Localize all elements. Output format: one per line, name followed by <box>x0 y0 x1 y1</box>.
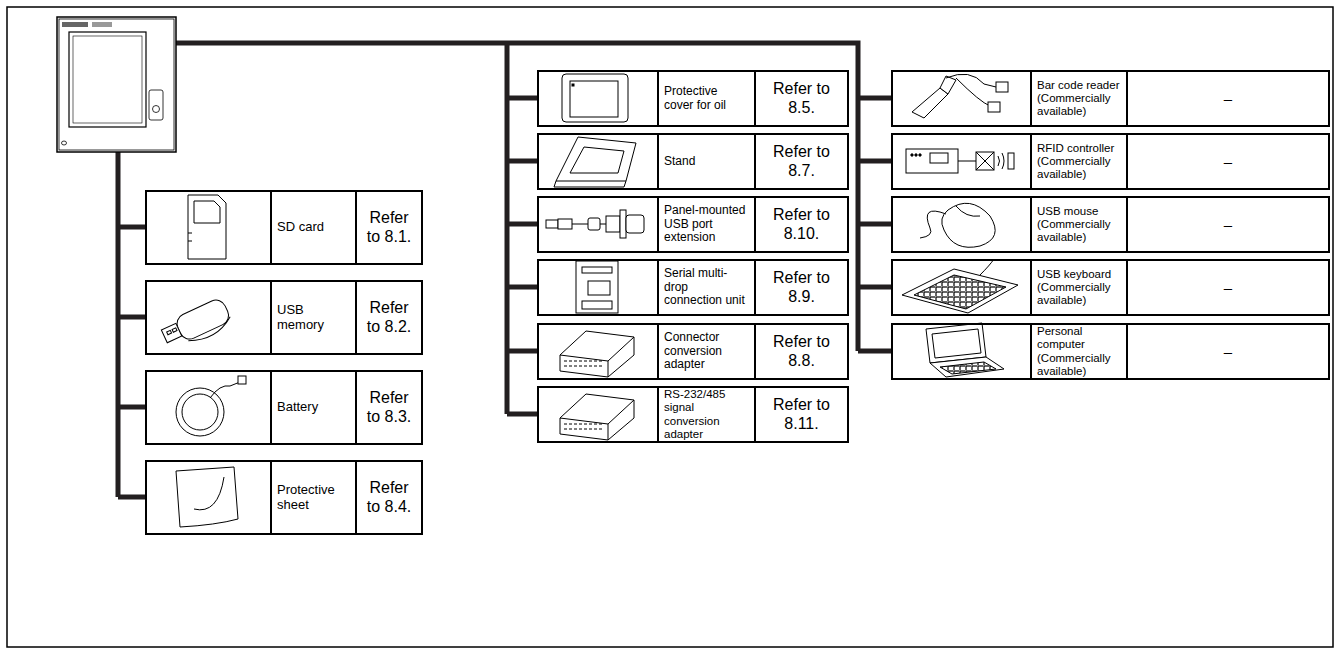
section-reference: Refer to 8.10. <box>763 206 841 243</box>
reference-cell: Refer to 8.2. <box>355 282 421 353</box>
reference-cell: Refer to 8.11. <box>754 388 847 441</box>
icon-cell <box>893 135 1030 188</box>
option-name: RFID controller (Commercially available) <box>1037 142 1121 182</box>
reference-cell: Refer to 8.5. <box>754 72 847 125</box>
option-row-box: USB memory Refer to 8.2. <box>145 280 423 355</box>
option-row-box: USB mouse (Commercially available) – <box>891 196 1330 253</box>
option-row-box: Battery Refer to 8.3. <box>145 370 423 445</box>
section-reference: – <box>1224 90 1232 107</box>
option-name: Connector conversion adapter <box>664 331 749 372</box>
option-row-box: Serial multi-drop connection unit Refer t… <box>537 259 849 316</box>
icon-cell <box>893 261 1030 314</box>
icon-cell <box>539 198 657 251</box>
reference-cell: Refer to 8.9. <box>754 261 847 314</box>
option-row-box: Bar code reader (Commercially available)… <box>891 70 1330 127</box>
reference-cell: Refer to 8.7. <box>754 135 847 188</box>
reference-cell: – <box>1126 72 1328 125</box>
icon-cell <box>147 462 270 533</box>
section-reference: Refer to 8.9. <box>763 269 841 306</box>
option-name: Protective cover for oil <box>664 85 749 113</box>
option-name: Panel-mounted USB port extension <box>664 204 749 245</box>
icon-cell <box>893 198 1030 251</box>
option-name: Serial multi-drop connection unit <box>664 267 749 308</box>
name-cell: Battery <box>270 372 355 443</box>
reference-cell: Refer to 8.4. <box>355 462 421 533</box>
name-cell: RS-232/485 signal conversion adapter <box>657 388 754 441</box>
option-name: Bar code reader (Commercially available) <box>1037 79 1121 119</box>
option-name: Protective sheet <box>277 483 350 513</box>
name-cell: USB memory <box>270 282 355 353</box>
section-reference: Refer to 8.11. <box>763 396 841 433</box>
option-name: USB keyboard (Commercially available) <box>1037 268 1121 308</box>
icon-cell <box>147 372 270 443</box>
name-cell: Personal computer (Commercially availabl… <box>1030 325 1126 378</box>
option-name: Stand <box>664 155 695 169</box>
option-name: USB mouse (Commercially available) <box>1037 205 1121 245</box>
section-reference: Refer to 8.7. <box>763 143 841 180</box>
name-cell: RFID controller (Commercially available) <box>1030 135 1126 188</box>
option-row-box: SD card Refer to 8.1. <box>145 190 423 265</box>
section-reference: Refer to 8.4. <box>361 479 417 516</box>
section-reference: Refer to 8.2. <box>361 299 417 336</box>
option-row-box: Protective sheet Refer to 8.4. <box>145 460 423 535</box>
name-cell: SD card <box>270 192 355 263</box>
option-row-box: Connector conversion adapter Refer to 8.8… <box>537 323 849 380</box>
icon-cell <box>539 325 657 378</box>
section-reference: – <box>1224 216 1232 233</box>
name-cell: Serial multi-drop connection unit <box>657 261 754 314</box>
name-cell: Protective cover for oil <box>657 72 754 125</box>
icon-cell <box>539 72 657 125</box>
name-cell: Stand <box>657 135 754 188</box>
section-reference: – <box>1224 153 1232 170</box>
section-reference: Refer to 8.8. <box>763 333 841 370</box>
reference-cell: – <box>1126 325 1328 378</box>
connection-tree <box>118 43 891 497</box>
section-reference: – <box>1224 343 1232 360</box>
option-row-box: RFID controller (Commercially available)… <box>891 133 1330 190</box>
reference-cell: – <box>1126 135 1328 188</box>
reference-cell: Refer to 8.3. <box>355 372 421 443</box>
option-name: SD card <box>277 220 324 235</box>
option-row-box: USB keyboard (Commercially available) – <box>891 259 1330 316</box>
reference-cell: – <box>1126 261 1328 314</box>
option-row-box: Stand Refer to 8.7. <box>537 133 849 190</box>
got-unit <box>57 17 176 152</box>
reference-cell: – <box>1126 198 1328 251</box>
icon-cell <box>893 325 1030 378</box>
option-row-box: Panel-mounted USB port extension Refer to… <box>537 196 849 253</box>
option-name: USB memory <box>277 303 350 333</box>
section-reference: Refer to 8.5. <box>763 80 841 117</box>
name-cell: Panel-mounted USB port extension <box>657 198 754 251</box>
reference-cell: Refer to 8.1. <box>355 192 421 263</box>
name-cell: Protective sheet <box>270 462 355 533</box>
reference-cell: Refer to 8.8. <box>754 325 847 378</box>
option-name: RS-232/485 signal conversion adapter <box>664 388 749 441</box>
icon-cell <box>147 282 270 353</box>
outer-frame <box>7 7 1333 647</box>
name-cell: Bar code reader (Commercially available) <box>1030 72 1126 125</box>
option-name: Personal computer (Commercially availabl… <box>1037 325 1121 378</box>
icon-cell <box>893 72 1030 125</box>
option-name: Battery <box>277 400 318 415</box>
icon-cell <box>539 261 657 314</box>
section-reference: – <box>1224 279 1232 296</box>
name-cell: USB keyboard (Commercially available) <box>1030 261 1126 314</box>
icon-cell <box>539 135 657 188</box>
name-cell: Connector conversion adapter <box>657 325 754 378</box>
name-cell: USB mouse (Commercially available) <box>1030 198 1126 251</box>
icon-cell <box>147 192 270 263</box>
reference-cell: Refer to 8.10. <box>754 198 847 251</box>
option-row-box: Protective cover for oil Refer to 8.5. <box>537 70 849 127</box>
section-reference: Refer to 8.3. <box>361 389 417 426</box>
icon-cell <box>539 388 657 441</box>
option-row-box: RS-232/485 signal conversion adapter Refe… <box>537 386 849 443</box>
section-reference: Refer to 8.1. <box>361 209 417 246</box>
option-row-box: Personal computer (Commercially availabl… <box>891 323 1330 380</box>
